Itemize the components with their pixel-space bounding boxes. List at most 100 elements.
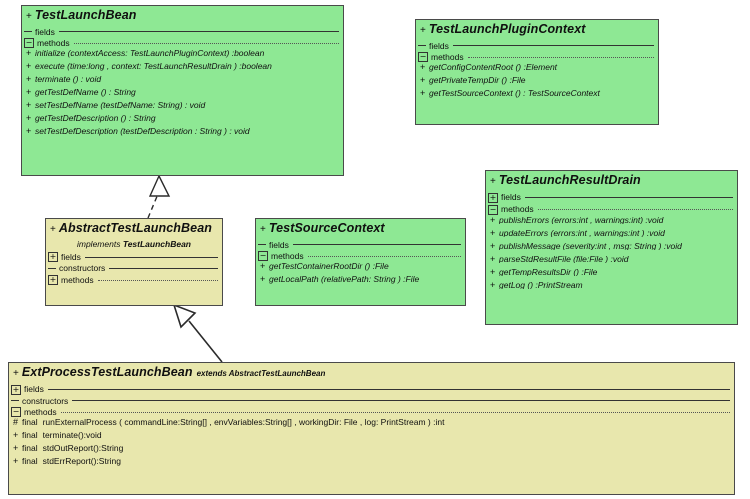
member-row[interactable]: + getTempResultsDir () :File <box>486 266 737 281</box>
member-row[interactable]: + execute (time:long , context: TestLaun… <box>22 61 343 75</box>
class-box-testlaunchresultdrain[interactable]: +TestLaunchResultDrain + fields − method… <box>485 170 738 325</box>
class-box-abstracttestlaunchbean[interactable]: + AbstractTestLaunchBean implements TestL… <box>45 218 223 306</box>
member-visibility: + <box>420 75 426 86</box>
member-visibility: + <box>490 266 496 277</box>
member-row[interactable]: + setTestDefDescription (testDefDescript… <box>22 126 343 140</box>
section-rule <box>524 197 733 198</box>
member-row[interactable]: + updateErrors (errors:int , warnings:in… <box>486 227 737 242</box>
section-label: fields <box>24 384 44 395</box>
class-name: AbstractTestLaunchBean <box>58 221 213 235</box>
section-methods[interactable]: − methods <box>416 51 658 63</box>
section-label: fields <box>429 40 449 51</box>
section-constructors[interactable]: constructors <box>9 396 734 407</box>
section-fields[interactable]: fields <box>22 27 343 38</box>
visibility-marker: + <box>260 224 266 235</box>
member-signature: terminate () : void <box>35 75 102 85</box>
expand-plus-icon[interactable]: + <box>48 275 58 286</box>
member-row[interactable]: + final stdErrReport():String <box>9 456 734 470</box>
class-implements-line: implements TestLaunchBean <box>46 238 222 252</box>
class-name: TestLaunchBean <box>34 8 137 22</box>
member-row[interactable]: # final runExternalProcess ( commandLine… <box>9 417 734 431</box>
member-row[interactable]: + final terminate():void <box>9 430 734 444</box>
member-row[interactable]: + getTestContainerRootDir () :File <box>256 261 465 275</box>
member-row[interactable]: + final stdOutReport():String <box>9 443 734 457</box>
member-visibility: + <box>26 74 32 85</box>
section-rule <box>73 42 339 44</box>
member-visibility: + <box>490 227 496 238</box>
section-label: fields <box>269 239 289 250</box>
class-box-testlaunchbean[interactable]: +TestLaunchBean fields − methods + initi… <box>21 5 344 176</box>
member-signature: parseStdResultFile (file:File ) :void <box>499 254 629 264</box>
member-row[interactable]: + publishMessage (severity:int , msg: St… <box>486 241 737 255</box>
collapse-minus-icon[interactable]: − <box>11 407 21 418</box>
visibility-marker: + <box>26 11 32 22</box>
section-fields[interactable]: fields <box>256 240 465 251</box>
class-box-testsourcecontext[interactable]: +TestSourceContext fields − methods + ge… <box>255 218 466 306</box>
visibility-marker: + <box>420 25 426 36</box>
member-row[interactable]: + getConfigContentRoot () :Element <box>416 62 658 76</box>
section-dash-icon <box>11 400 19 402</box>
section-fields[interactable]: + fields <box>46 251 222 263</box>
section-methods[interactable]: − methods <box>486 204 737 216</box>
collapse-minus-icon[interactable]: − <box>24 38 34 49</box>
collapse-minus-icon[interactable]: − <box>488 204 498 215</box>
member-row[interactable]: + parseStdResultFile (file:File ) :void <box>486 254 737 268</box>
member-row[interactable]: + getTestDefName () : String <box>22 87 343 101</box>
member-row[interactable]: + setTestDefName (testDefName: String) :… <box>22 100 343 114</box>
section-rule <box>58 31 339 33</box>
collapse-minus-icon[interactable]: − <box>418 52 428 63</box>
expand-plus-icon[interactable]: + <box>488 192 498 203</box>
class-header: +TestLaunchPluginContext <box>416 20 658 41</box>
member-row[interactable]: + getTestSourceContext () : TestSourceCo… <box>416 88 658 102</box>
section-methods[interactable]: − methods <box>9 406 734 418</box>
section-fields[interactable]: + fields <box>9 384 734 396</box>
section-label: fields <box>35 26 55 37</box>
section-label: methods <box>501 204 534 215</box>
member-row[interactable]: + terminate () : void <box>22 74 343 88</box>
section-methods[interactable]: − methods <box>22 37 343 49</box>
section-rule <box>467 56 654 58</box>
section-methods[interactable]: − methods <box>256 250 465 262</box>
member-visibility: + <box>490 214 496 225</box>
member-visibility: + <box>26 100 32 111</box>
member-modifier: final <box>22 417 38 428</box>
class-name: TestLaunchPluginContext <box>428 22 586 36</box>
member-signature: publishErrors (errors:int , warnings:int… <box>499 215 664 225</box>
member-row[interactable]: + getLocalPath (relativePath: String ) :… <box>256 274 465 288</box>
class-box-testlaunchplugincontext[interactable]: +TestLaunchPluginContext fields − method… <box>415 19 659 125</box>
section-dash-icon <box>24 31 32 33</box>
class-name: TestLaunchResultDrain <box>498 173 641 187</box>
collapse-minus-icon[interactable]: − <box>258 251 268 262</box>
member-row[interactable]: + initialize (contextAccess: TestLaunchP… <box>22 48 343 62</box>
member-modifier: final <box>22 456 38 467</box>
section-label: constructors <box>22 395 69 406</box>
member-signature: runExternalProcess ( commandLine:String[… <box>42 418 445 428</box>
member-signature: getTestSourceContext () : TestSourceCont… <box>429 89 600 99</box>
member-visibility: + <box>26 113 32 124</box>
member-signature: getTestContainerRootDir () :File <box>269 262 389 272</box>
section-label: constructors <box>59 263 106 274</box>
section-rule <box>60 411 730 413</box>
class-name: ExtProcessTestLaunchBean <box>21 365 193 379</box>
expand-plus-icon[interactable]: + <box>11 384 21 395</box>
section-label: methods <box>24 406 57 417</box>
member-row[interactable]: + getTestDefDescription () : String <box>22 113 343 127</box>
section-fields[interactable]: + fields <box>486 192 737 204</box>
section-methods[interactable]: + methods <box>46 274 222 286</box>
member-visibility: + <box>26 126 32 137</box>
member-visibility: # <box>13 417 19 428</box>
member-row[interactable]: + getPrivateTempDir () :File <box>416 75 658 89</box>
member-signature: getTestDefName () : String <box>35 88 136 98</box>
member-row[interactable]: + getLog () :PrintStream <box>486 280 737 294</box>
section-constructors[interactable]: constructors <box>46 263 222 274</box>
member-visibility: + <box>420 88 426 99</box>
implements-keyword: implements <box>76 238 121 249</box>
class-header: +TestSourceContext <box>256 219 465 240</box>
member-signature: getTempResultsDir () :File <box>499 267 598 277</box>
member-signature: getConfigContentRoot () :Element <box>429 63 558 73</box>
expand-plus-icon[interactable]: + <box>48 252 58 263</box>
member-visibility: + <box>13 430 19 441</box>
member-row[interactable]: + publishErrors (errors:int , warnings:i… <box>486 214 737 229</box>
section-fields[interactable]: fields <box>416 41 658 52</box>
